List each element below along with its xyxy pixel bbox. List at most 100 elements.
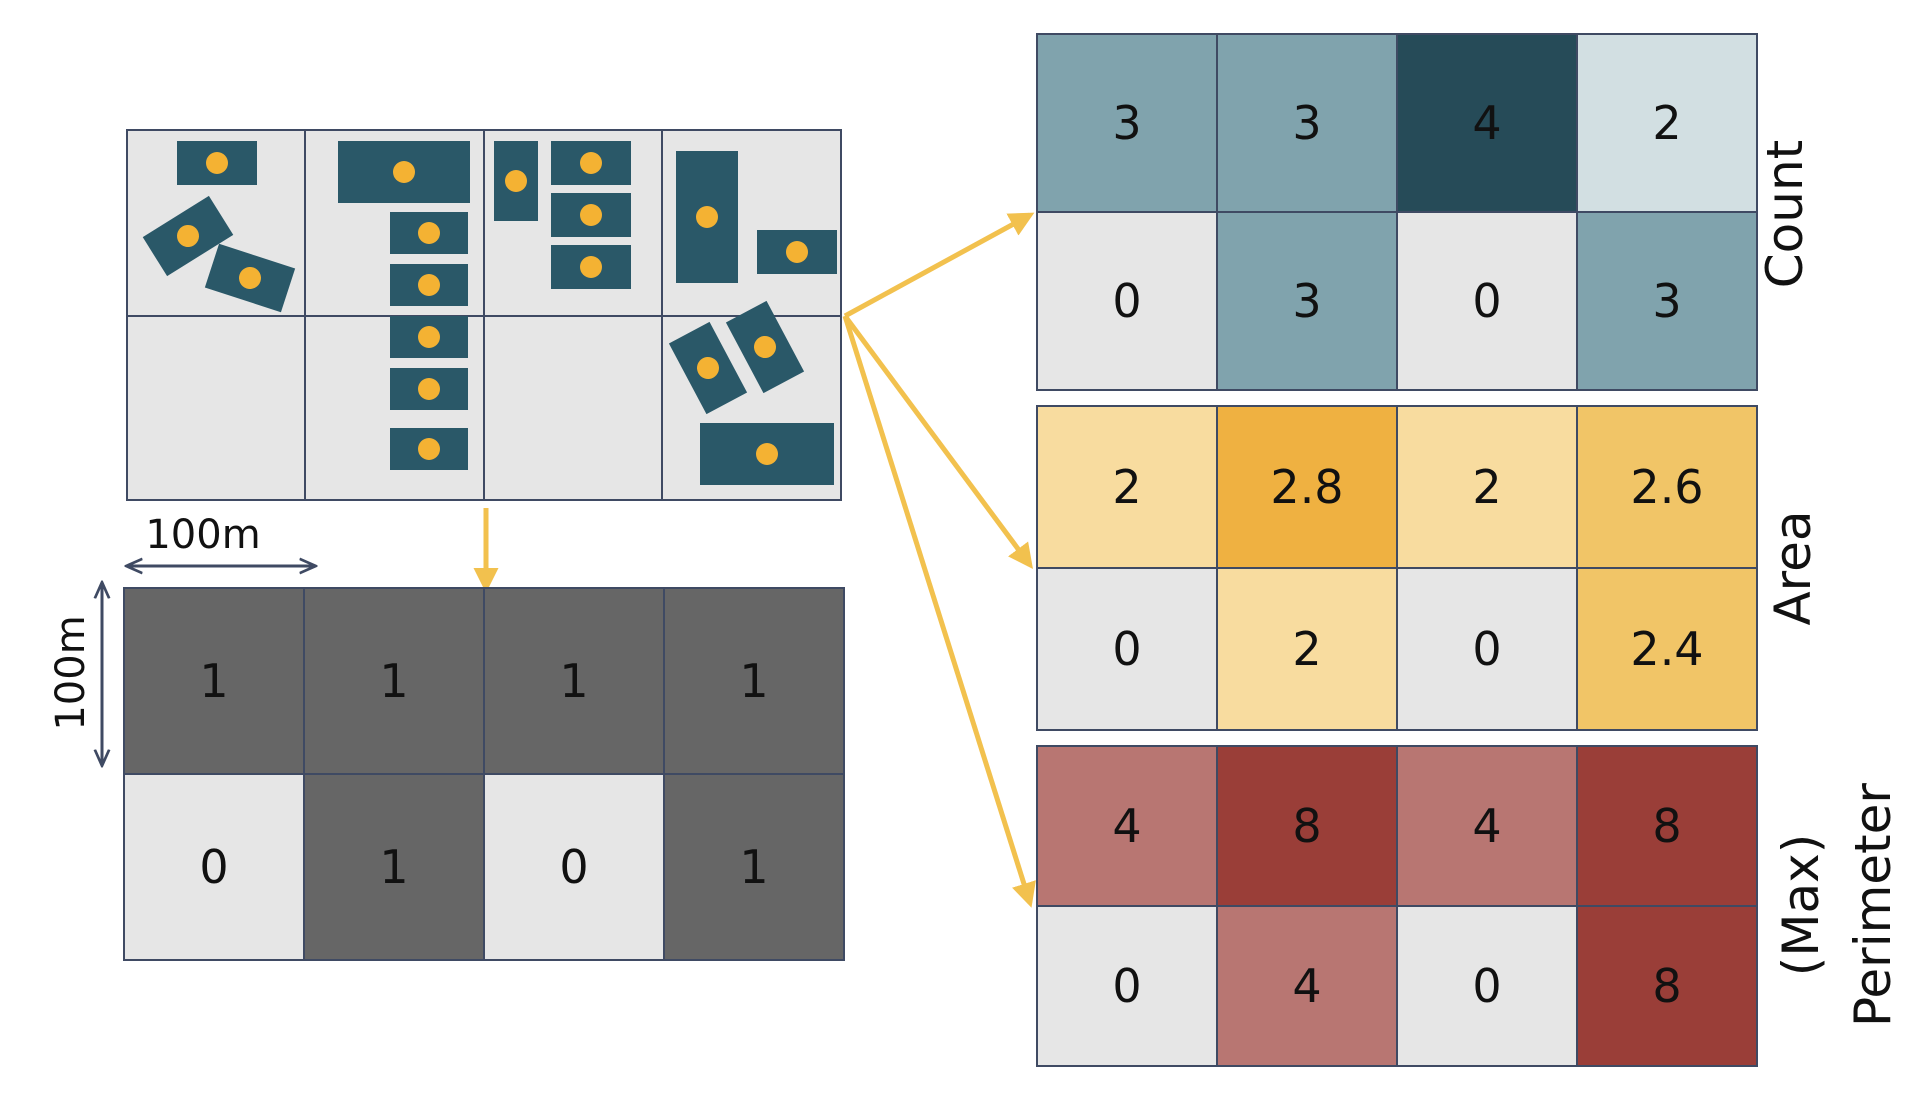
building-footprint — [142, 195, 234, 277]
binary_grid-cell — [483, 773, 665, 961]
building-footprint — [177, 141, 257, 185]
building-footprint — [390, 212, 468, 254]
count_grid-cell — [1216, 211, 1398, 391]
perimeter_grid-cell — [1576, 905, 1758, 1067]
perimeter_grid-cell-value: 4 — [1472, 799, 1501, 853]
building-centroid — [418, 438, 440, 460]
count_grid-cell-value: 0 — [1112, 274, 1141, 328]
count_grid-cell-value: 4 — [1472, 96, 1501, 150]
building-centroid — [418, 326, 440, 348]
area_grid-cell-value: 2 — [1292, 622, 1321, 676]
building-footprint — [757, 230, 837, 274]
building-centroid — [580, 152, 602, 174]
building-footprint — [551, 245, 631, 289]
perimeter_grid-cell-value: 4 — [1292, 959, 1321, 1013]
perimeter_grid-cell-value: 8 — [1652, 959, 1681, 1013]
area_grid-cell-value: 0 — [1472, 622, 1501, 676]
horizontal-scale-label: 100m — [145, 512, 260, 558]
count_grid-cell — [1396, 211, 1578, 391]
binary_grid-cell-value: 0 — [199, 840, 228, 894]
building-centroid — [580, 204, 602, 226]
building-footprint — [390, 316, 468, 358]
binary_grid-cell-value: 1 — [739, 840, 768, 894]
building-centroid — [239, 267, 261, 289]
binary_grid-cell — [123, 587, 305, 775]
binary-grid: 1 1 1 1 0 1 0 1 — [123, 587, 845, 961]
building-footprint — [668, 321, 748, 415]
count_grid-cell-value: 2 — [1652, 96, 1681, 150]
building-centroid — [756, 443, 778, 465]
area_grid-cell-value: 2.6 — [1630, 460, 1703, 514]
binary_grid-cell-value: 1 — [379, 654, 408, 708]
vertical-scale-label: 100m — [48, 615, 94, 730]
count_grid-cell — [1396, 33, 1578, 213]
area_grid-cell-value: 2 — [1112, 460, 1141, 514]
area_grid-cell-value: 2.4 — [1630, 622, 1703, 676]
perimeter_grid-cell-value: 4 — [1112, 799, 1141, 853]
perimeter_grid-cell — [1216, 905, 1398, 1067]
perimeter-title-line2: Perimeter — [1844, 783, 1902, 1027]
building-footprint — [390, 428, 468, 470]
area_grid-cell — [1396, 567, 1578, 731]
building-centroid — [786, 241, 808, 263]
scale-indicators: 100m 100m — [48, 512, 314, 764]
building-centroid — [418, 274, 440, 296]
count_grid-cell-value: 3 — [1292, 96, 1321, 150]
building-footprint — [204, 243, 296, 313]
count_grid-cell — [1216, 33, 1398, 213]
binary_grid-cell — [303, 587, 485, 775]
area_grid-cell — [1036, 405, 1218, 569]
flow-arrows — [473, 212, 1036, 908]
arrow-to-perimeter — [842, 315, 1036, 908]
building-centroid — [505, 170, 527, 192]
perimeter_grid-cell — [1396, 905, 1578, 1067]
building-footprint — [390, 264, 468, 306]
area-title: Area — [1764, 510, 1822, 625]
count_grid-cell — [1576, 211, 1758, 391]
area_grid-cell-value: 0 — [1112, 622, 1141, 676]
binary_grid-cell-value: 1 — [379, 840, 408, 894]
building-centroid — [418, 378, 440, 400]
building-footprint — [494, 141, 538, 221]
building-footprint — [725, 300, 805, 394]
perimeter-grid: 4 8 4 8 0 4 0 8 — [1036, 745, 1758, 1067]
binary_grid-cell-value: 1 — [199, 654, 228, 708]
binary_grid-cell-value: 0 — [559, 840, 588, 894]
building-centroid — [393, 161, 415, 183]
building-centroid — [418, 222, 440, 244]
perimeter_grid-cell-value: 0 — [1112, 959, 1141, 1013]
area_grid-cell — [1576, 567, 1758, 731]
perimeter_grid-cell — [1036, 905, 1218, 1067]
binary_grid-cell — [483, 587, 665, 775]
building-centroid — [206, 152, 228, 174]
binary_grid-cell — [123, 773, 305, 961]
perimeter_grid-cell-value: 8 — [1292, 799, 1321, 853]
area_grid-cell-value: 2 — [1472, 460, 1501, 514]
binary_grid-cell — [663, 773, 845, 961]
perimeter-title-line1: (Max) — [1772, 834, 1830, 976]
perimeter_grid-cell — [1576, 745, 1758, 907]
count_grid-cell-value: 3 — [1652, 274, 1681, 328]
building-centroid — [580, 256, 602, 278]
binary_grid-cell-value: 1 — [739, 654, 768, 708]
perimeter_grid-cell-value: 0 — [1472, 959, 1501, 1013]
binary_grid-cell-value: 1 — [559, 654, 588, 708]
area_grid-cell — [1216, 567, 1398, 731]
count_grid-cell — [1576, 33, 1758, 213]
area_grid-cell — [1576, 405, 1758, 569]
count_grid-cell — [1036, 33, 1218, 213]
perimeter_grid-cell-value: 8 — [1652, 799, 1681, 853]
building-centroid — [697, 357, 719, 379]
building-footprint — [676, 151, 738, 283]
area_grid-cell — [1396, 405, 1578, 569]
building-footprint — [390, 368, 468, 410]
arrow-to-count — [843, 212, 1035, 319]
perimeter_grid-cell — [1036, 745, 1218, 907]
binary_grid-cell — [303, 773, 485, 961]
building-footprint — [700, 423, 834, 485]
building-footprint-map — [126, 129, 842, 501]
count-title: Count — [1756, 140, 1814, 289]
